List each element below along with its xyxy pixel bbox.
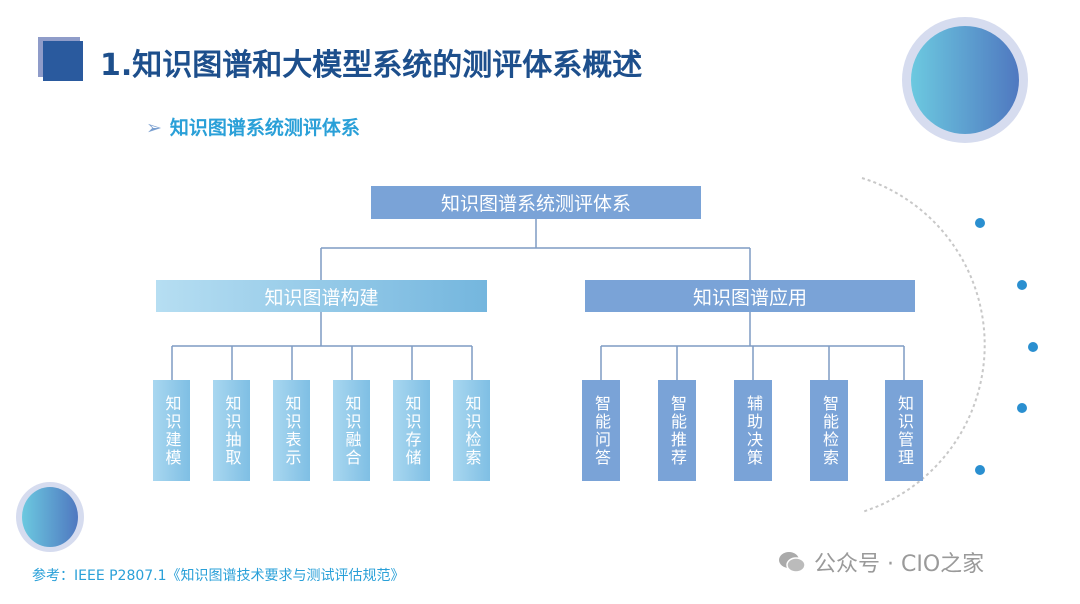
page-title: 1.知识图谱和大模型系统的测评体系概述 <box>100 48 643 83</box>
decor-circle <box>911 26 1019 134</box>
section-subtitle: ➢ 知识图谱系统测评体系 <box>146 113 360 140</box>
leaf-node: 知识建模 <box>153 380 190 481</box>
leaf-node: 知识融合 <box>333 380 370 481</box>
decor-dashed-arc <box>861 177 986 513</box>
leaf-node: 智能检索 <box>810 380 848 481</box>
leaf-node: 知识抽取 <box>213 380 250 481</box>
title-decor-square <box>43 41 83 81</box>
subtitle-text: 知识图谱系统测评体系 <box>169 117 360 139</box>
watermark-text: 公众号 · CIO之家 <box>814 552 985 577</box>
leaf-node: 知识检索 <box>453 380 490 481</box>
leaf-node: 辅助决策 <box>734 380 772 481</box>
arrow-icon: ➢ <box>146 117 162 139</box>
branch-node-application: 知识图谱应用 <box>585 280 915 312</box>
leaf-node: 知识管理 <box>885 380 923 481</box>
branch-node-construction: 知识图谱构建 <box>156 280 487 312</box>
reference-note: 参考：IEEE P2807.1《知识图谱技术要求与测试评估规范》 <box>32 568 405 584</box>
decor-dot <box>975 218 985 228</box>
decor-circle <box>22 487 78 547</box>
wechat-icon <box>779 552 806 573</box>
leaf-node: 智能问答 <box>582 380 620 481</box>
leaf-node: 智能推荐 <box>658 380 696 481</box>
leaf-node: 知识表示 <box>273 380 310 481</box>
watermark: 公众号 · CIO之家 <box>778 546 984 578</box>
decor-dot <box>1017 403 1027 413</box>
root-node: 知识图谱系统测评体系 <box>371 186 701 219</box>
decor-dot <box>1028 342 1038 352</box>
decor-dot <box>975 465 985 475</box>
decor-dot <box>1017 280 1027 290</box>
leaf-node: 知识存储 <box>393 380 430 481</box>
connector-lines <box>171 219 905 380</box>
